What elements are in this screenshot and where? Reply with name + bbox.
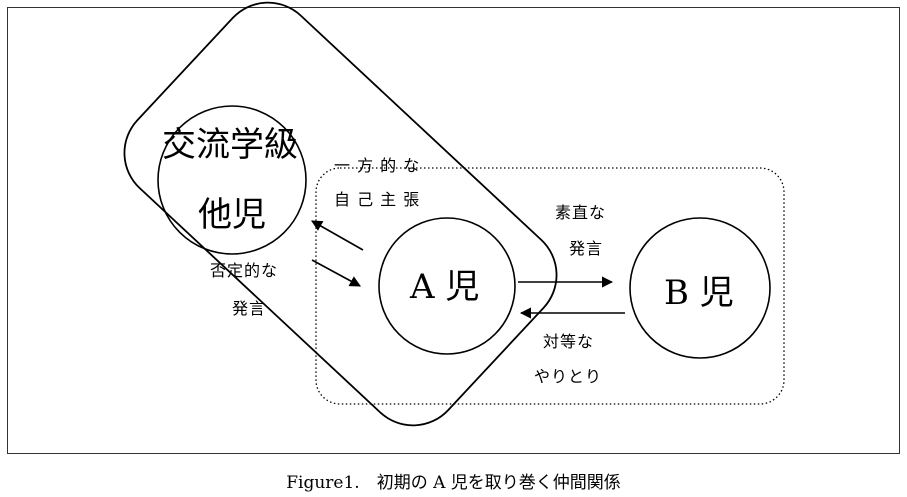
one-sided-label-line1: 一 方 的 な (334, 156, 421, 175)
child-a-node (378, 217, 516, 355)
child-a-label: A 児 (410, 267, 480, 307)
equal-label-line2: やりとり (534, 367, 603, 386)
exchange-class-group-region (123, 1, 558, 427)
equal-label-line1: 対等な (543, 332, 595, 351)
figure-frame (7, 7, 900, 454)
figure-caption: Figure1. 初期の A 児を取り巻く仲間関係 (286, 473, 621, 493)
exchange-class-children-node (157, 105, 307, 255)
exchange-class-label: 交流学級 (162, 125, 298, 165)
child-b-label: B 児 (664, 273, 734, 313)
honest-label-line2: 発言 (569, 239, 604, 258)
honest-label-line1: 素直な (555, 203, 607, 222)
negative-remark-arrow (311, 259, 361, 287)
ab-group-region (315, 167, 785, 405)
one-sided-label-line2: 自 己 主 張 (334, 190, 421, 209)
child-b-node (629, 217, 771, 359)
negative-label-line2: 発言 (232, 299, 267, 318)
negative-label-line1: 否定的な (210, 261, 279, 280)
other-children-label: 他児 (198, 195, 266, 235)
one-sided-assertion-arrow (311, 220, 364, 251)
